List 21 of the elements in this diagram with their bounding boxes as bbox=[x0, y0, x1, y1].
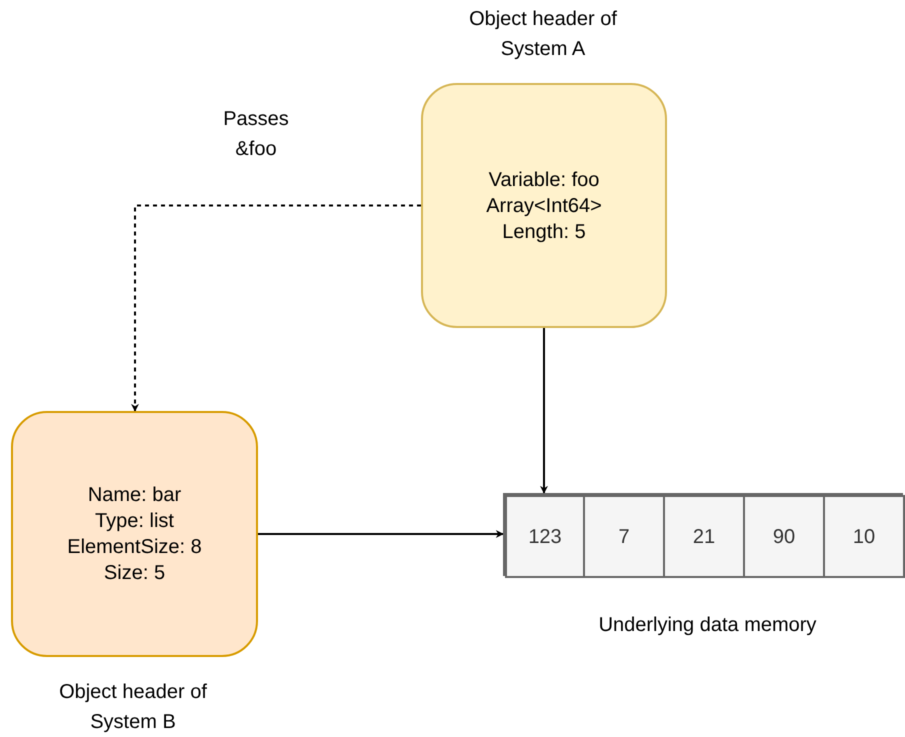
memory-array bbox=[503, 493, 903, 576]
header-box bbox=[421, 83, 667, 328]
arrow bbox=[540, 328, 548, 494]
memory-cell bbox=[505, 495, 585, 578]
memory-cell bbox=[583, 495, 665, 578]
header-text: Variable: foo Array<Int64> Length: 5 bbox=[485, 168, 603, 244]
cell-value: 21 bbox=[692, 524, 716, 550]
cell-value: 10 bbox=[852, 524, 876, 550]
memory-cell bbox=[823, 495, 905, 578]
dashed-arrow bbox=[131, 204, 421, 412]
caption-text: Object header of System B bbox=[58, 680, 208, 735]
cell-value: 123 bbox=[528, 524, 562, 550]
caption-text: Underlying data memory bbox=[598, 613, 818, 638]
caption-text: Object header of System A bbox=[468, 7, 618, 62]
header-box bbox=[11, 411, 258, 657]
arrow bbox=[258, 530, 504, 538]
memory-cell bbox=[743, 495, 825, 578]
cell-value: 7 bbox=[618, 524, 630, 550]
cell-value: 90 bbox=[772, 524, 796, 550]
header-text: Name: bar Type: list ElementSize: 8 Size: 5 bbox=[66, 483, 203, 586]
memory-cell bbox=[663, 495, 745, 578]
